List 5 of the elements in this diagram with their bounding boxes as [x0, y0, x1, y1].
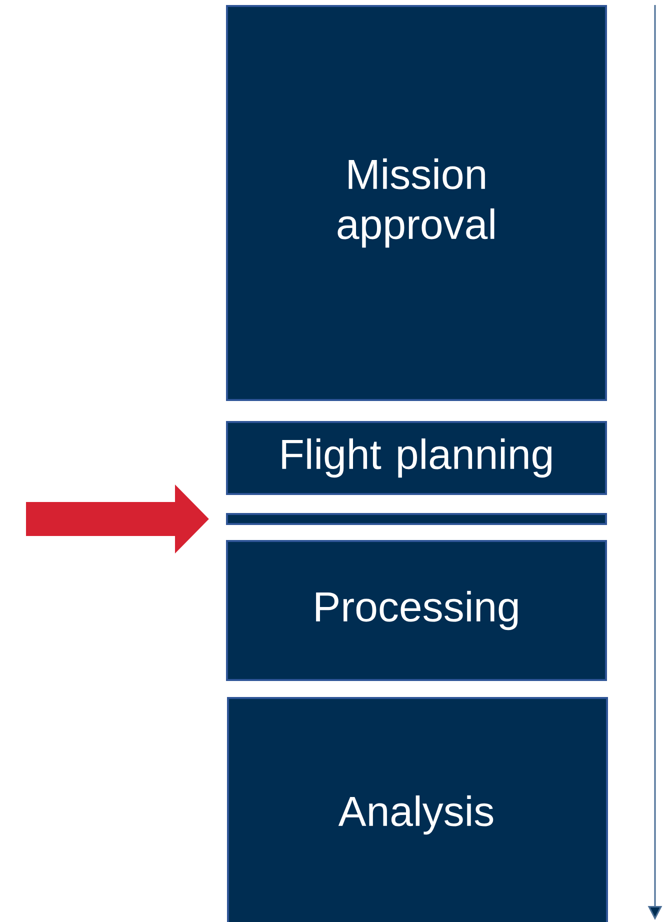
step-box: Processing: [226, 540, 607, 681]
step-box: Mission approval: [226, 5, 607, 401]
step-box: Analysis: [227, 697, 608, 922]
step-box: Flight planning: [226, 421, 607, 495]
divider-bar: [226, 513, 607, 525]
